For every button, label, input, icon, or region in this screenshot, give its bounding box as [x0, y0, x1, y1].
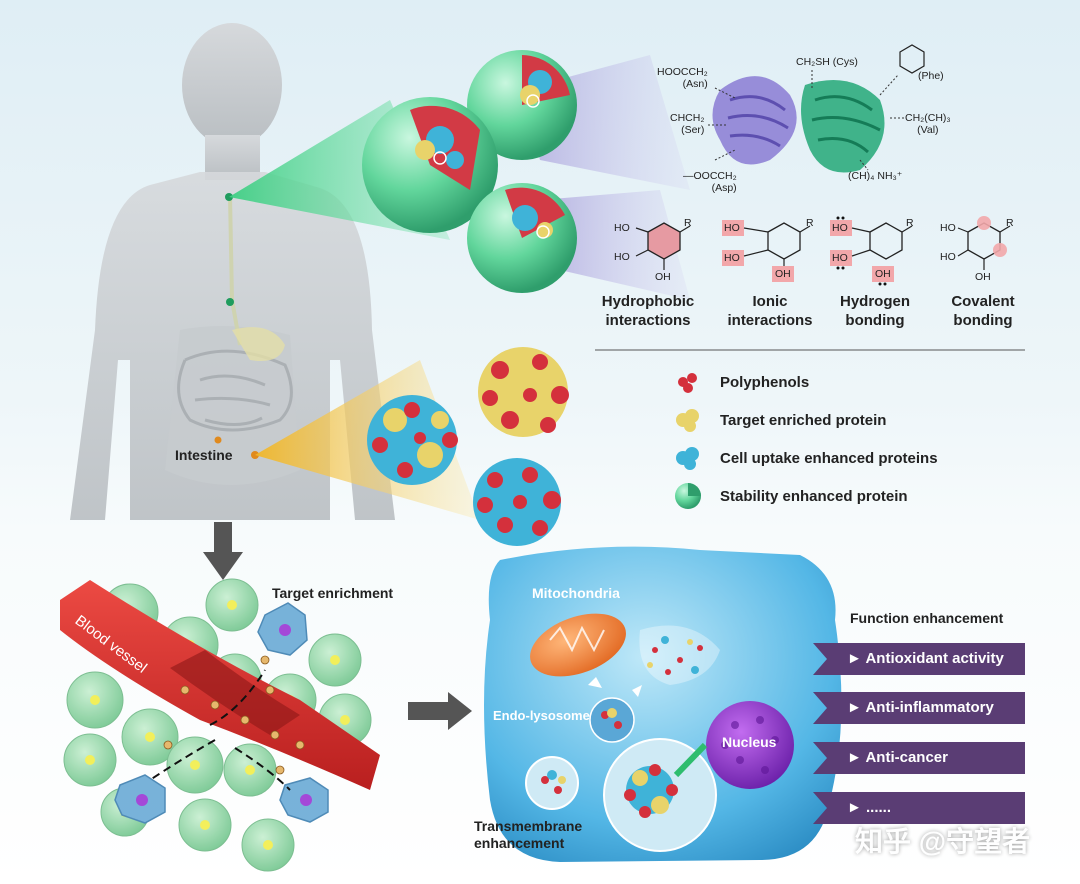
label-asp: —OOCCH₂ (Asp) [683, 170, 737, 194]
legend-icons [675, 373, 701, 509]
atom-r-1: R [684, 217, 692, 229]
label-ser: CHCH₂ (Ser) [670, 112, 705, 136]
legend-polyphenols: Polyphenols [720, 374, 810, 391]
label-function-enhancement: Function enhancement [850, 610, 1004, 626]
large-cell [484, 546, 842, 862]
function-anti-inflammatory: ► Anti-inflammatory [813, 692, 1025, 724]
function-antioxidant: ► Antioxidant activity [813, 643, 1025, 675]
atom-ho-2b: HO [724, 252, 740, 264]
bond-hydrogen: Hydrogen bonding [839, 293, 910, 329]
function-anti-cancer: ► Anti-cancer [813, 742, 1025, 774]
atom-ho-3b: HO [832, 252, 848, 264]
label-target-enrichment: Target enrichment [272, 585, 394, 601]
atom-ho-1b: HO [614, 251, 630, 263]
stability-spheres [362, 50, 577, 293]
label-intestine: Intestine [175, 447, 233, 463]
atom-oh-3: OH [875, 268, 891, 280]
polyphenol-structures [635, 216, 1011, 286]
label-val: CH₂(CH)₃ (Val) [905, 112, 951, 136]
bond-hydrophobic: Hydrophobic interactions [601, 293, 695, 329]
function-more: ► ...... [813, 792, 1025, 824]
atom-oh-1: OH [655, 271, 671, 283]
bond-ionic: Ionic interactions [727, 293, 813, 329]
atom-ho-3a: HO [832, 222, 848, 234]
atom-ho-1a: HO [614, 222, 630, 234]
label-transmembrane: Transmembrane enhancement [474, 818, 583, 851]
atom-oh-4: OH [975, 271, 991, 283]
label-cys: CH₂SH (Cys) [796, 56, 858, 68]
label-nucleus: Nucleus [722, 734, 777, 750]
bond-covalent: Covalent bonding [951, 293, 1015, 329]
atom-r-2: R [806, 217, 814, 229]
purple-beam-lower [540, 190, 690, 300]
vessel-particles [163, 655, 305, 775]
right-arrow [408, 692, 472, 730]
label-endo-lysosome: Endo-lysosome [493, 708, 590, 723]
atom-ho-4b: HO [940, 251, 956, 263]
label-asn: HOOCCH₂ (Asn) [657, 66, 708, 90]
watermark: 知乎 @守望者 [855, 826, 1031, 857]
label-lys: (CH)₄ NH₃⁺ [848, 170, 903, 182]
label-mitochondria: Mitochondria [532, 585, 620, 601]
atom-r-3: R [906, 217, 914, 229]
legend-uptake-protein: Cell uptake enhanced proteins [720, 450, 938, 467]
down-arrow [203, 522, 243, 580]
nanoparticle-clusters [367, 347, 569, 546]
atom-ho-4a: HO [940, 222, 956, 234]
atom-r-4: R [1006, 217, 1014, 229]
label-phe: (Phe) [918, 70, 944, 82]
atom-oh-2: OH [775, 268, 791, 280]
atom-ho-2a: HO [724, 222, 740, 234]
legend-target-protein: Target enriched protein [720, 412, 887, 429]
legend-stability-protein: Stability enhanced protein [720, 488, 908, 505]
transport-paths [149, 669, 291, 791]
protein-ribbons [708, 44, 925, 173]
